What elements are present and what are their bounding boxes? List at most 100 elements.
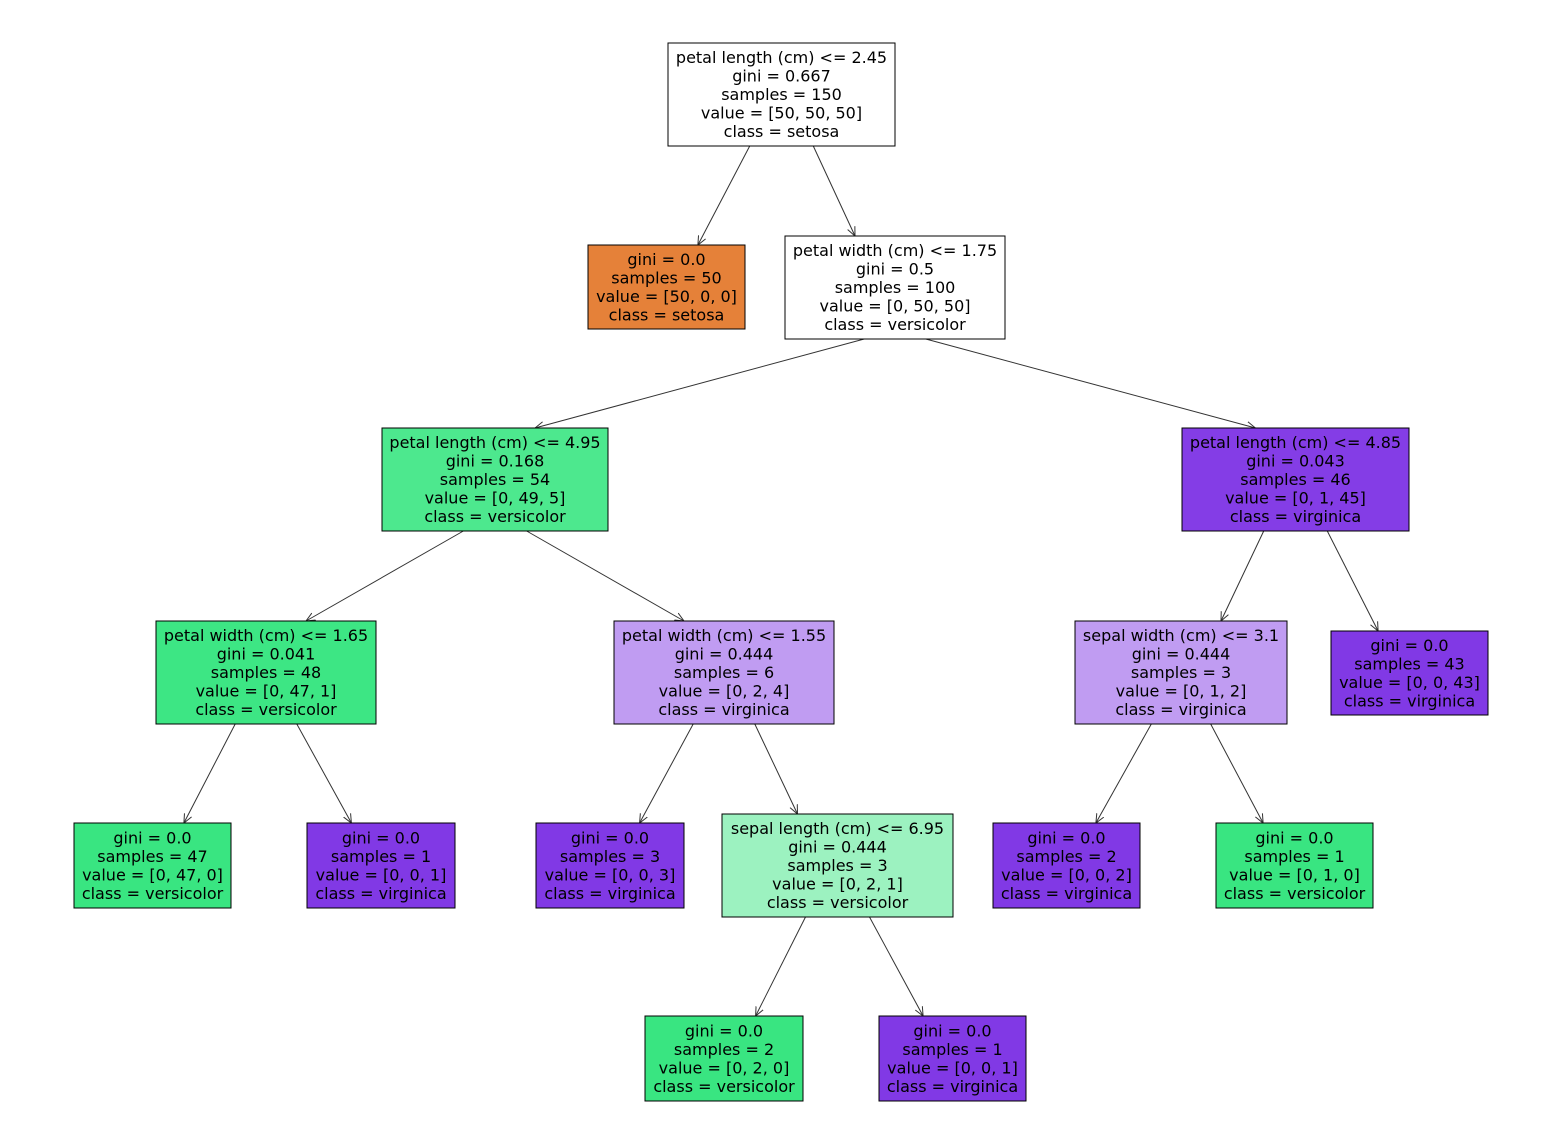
node-box [587,244,746,330]
node-text-line: samples = 47 [97,847,207,866]
node-text-line: gini = 0.0 [913,1021,991,1040]
node-text-line: gini = 0.0 [342,828,420,847]
tree-edge-n4-n5 [184,723,236,823]
node-text-line: class = virginica [1344,691,1475,710]
node-text-line: samples = 2 [1016,847,1116,866]
node-text-line: value = [0, 0, 43] [1339,673,1480,692]
node-text-line: samples = 100 [835,278,956,297]
node-text-line: value = [0, 2, 4] [659,682,790,701]
node-box [306,822,456,909]
node-text-line: value = [50, 50, 50] [701,104,862,123]
node-text-line: class = versicolor [1224,884,1366,903]
tree-edge-n3-n4 [306,530,464,621]
node-text-line: value = [0, 1, 0] [1229,865,1360,884]
node-box [878,1015,1027,1102]
node-text-line: petal width (cm) <= 1.55 [622,626,826,645]
node-box [381,427,609,532]
tree-edge-n0-n1 [698,145,751,245]
node-text-line: samples = 48 [211,663,321,682]
node-box [1215,822,1374,909]
edges-layer [184,145,1378,1016]
node-box [73,822,232,909]
node-box [721,813,954,918]
tree-edge-n13-n15 [1210,723,1263,823]
tree-edge-n4-n6 [296,723,352,823]
node-text-line: samples = 3 [787,856,887,875]
tree-edge-n12-n16 [1326,530,1378,631]
node-text-line: value = [0, 47, 1] [196,682,337,701]
node-text-line: gini = 0.041 [217,645,316,664]
node-box [1330,630,1489,716]
node-text-line: samples = 2 [674,1040,774,1059]
node-text-line: samples = 150 [721,85,842,104]
node-text-line: class = versicolor [824,315,966,334]
node-text-line: gini = 0.5 [856,260,934,279]
node-text-line: gini = 0.0 [1255,828,1333,847]
node-box [1181,427,1410,532]
node-text-line: petal length (cm) <= 4.95 [389,433,600,452]
node-box [155,620,377,725]
node-text-line: samples = 1 [902,1040,1002,1059]
node-text-line: value = [0, 50, 50] [819,297,970,316]
node-box [1074,620,1288,725]
tree-edge-n0-n2 [812,145,855,236]
node-text-line: class = virginica [658,700,789,719]
node-text-line: class = versicolor [82,884,224,903]
node-text-line: value = [0, 0, 3] [545,865,676,884]
node-text-line: value = [0, 49, 5] [425,489,566,508]
node-text-line: petal length (cm) <= 2.45 [676,48,887,67]
node-text-line: samples = 54 [440,470,550,489]
tree-edge-n2-n12 [925,338,1256,428]
node-text-line: value = [0, 1, 2] [1116,682,1247,701]
node-text-line: gini = 0.043 [1246,452,1345,471]
node-text-line: gini = 0.444 [788,838,887,857]
node-text-line: samples = 43 [1354,654,1464,673]
node-text-line: class = setosa [609,305,725,324]
node-text-line: class = versicolor [767,893,909,912]
node-text-line: value = [0, 1, 45] [1225,489,1366,508]
node-text-line: class = versicolor [653,1077,795,1096]
node-text-line: gini = 0.0 [1370,636,1448,655]
node-box [667,42,896,147]
node-text-line: class = versicolor [195,700,337,719]
node-box [784,235,1006,340]
tree-edge-n7-n8 [640,723,694,823]
node-text-line: gini = 0.168 [446,452,545,471]
node-box [992,822,1141,909]
node-box [613,620,835,725]
tree-edge-n7-n9 [754,723,798,814]
node-text-line: class = versicolor [424,507,566,526]
node-text-line: samples = 6 [674,663,774,682]
node-text-line: petal width (cm) <= 1.65 [164,626,368,645]
node-text-line: samples = 50 [611,268,721,287]
node-text-line: sepal length (cm) <= 6.95 [731,819,944,838]
node-text-line: gini = 0.0 [1027,828,1105,847]
tree-edge-n9-n11 [869,916,924,1016]
node-text-line: petal length (cm) <= 4.85 [1190,433,1401,452]
tree-edge-n3-n7 [526,530,684,621]
node-text-line: value = [0, 2, 1] [772,875,903,894]
node-text-line: samples = 46 [1240,470,1350,489]
node-text-line: value = [0, 0, 1] [316,865,447,884]
node-text-line: value = [0, 2, 0] [659,1058,790,1077]
node-text-line: class = virginica [315,884,446,903]
node-text-line: gini = 0.0 [627,250,705,269]
node-text-line: gini = 0.0 [685,1021,763,1040]
